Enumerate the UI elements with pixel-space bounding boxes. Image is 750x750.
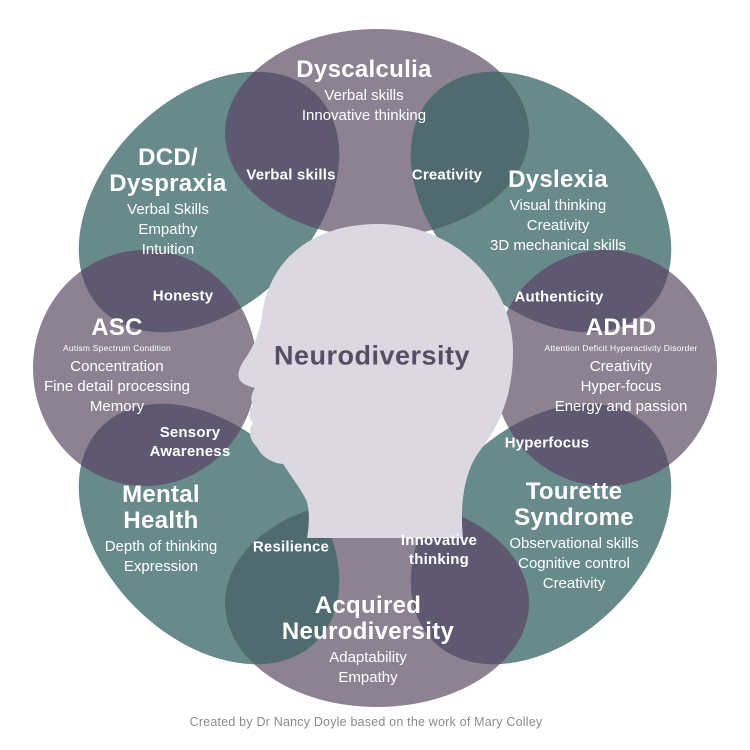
overlap-label-hyperfocus: Hyperfocus	[504, 434, 590, 452]
overlap-label-creativity: Creativity	[411, 166, 483, 184]
petal-label-acquired: Acquired Neurodiversity Adaptability Emp…	[268, 593, 468, 688]
overlap-label-authenticity: Authenticity	[514, 288, 604, 306]
petal-subtitle-adhd: Attention Deficit Hyperactivity Disorder	[544, 343, 698, 353]
strength-line: Fine detail processing	[44, 378, 190, 395]
strength-line: Verbal Skills	[127, 201, 209, 218]
overlap-label-verbal-skills: Verbal skills	[246, 166, 336, 184]
petal-strengths-dyslexia: Visual thinking Creativity 3D mechanical…	[490, 196, 626, 256]
strength-line: Memory	[89, 398, 145, 415]
overlap-shape-resilience	[225, 499, 340, 665]
strength-line: Verbal skills	[324, 87, 404, 104]
strength-line: Creativity	[526, 217, 590, 234]
strength-line: Depth of thinking	[104, 538, 218, 555]
petal-strengths-acquired: Adaptability Empathy	[268, 648, 468, 688]
strength-line: Empathy	[338, 669, 398, 686]
petal-label-dyscalculia: Dyscalculia Verbal skills Innovative thi…	[296, 56, 431, 126]
overlap-label-honesty: Honesty	[152, 287, 214, 305]
petal-title-tourette: Tourette Syndrome	[514, 478, 634, 531]
strength-line: Hyper-focus	[580, 378, 662, 395]
strength-line: 3D mechanical skills	[490, 237, 626, 254]
petal-label-dcd: DCD/ Dyspraxia Verbal Skills Empathy Int…	[103, 145, 233, 260]
overlap-shape-honesty	[78, 250, 257, 333]
strength-line: Concentration	[70, 358, 164, 375]
strength-line: Intuition	[141, 241, 195, 258]
petal-strengths-dyscalculia: Verbal skills Innovative thinking	[296, 86, 431, 126]
strength-line: Creativity	[542, 575, 606, 592]
petal-title-asc: ASC	[91, 314, 143, 341]
strength-line: Energy and passion	[554, 398, 688, 415]
petal-title-dyscalculia: Dyscalculia	[296, 56, 432, 83]
petal-title-adhd: ADHD	[585, 314, 657, 341]
head-silhouette	[238, 224, 513, 538]
petal-title-dcd: DCD/ Dyspraxia	[109, 144, 227, 197]
strength-line: Visual thinking	[509, 197, 607, 214]
strength-line: Cognitive control	[518, 555, 630, 572]
petal-label-mental-health: Mental Health Depth of thinking Expressi…	[101, 482, 221, 577]
strength-line: Innovative thinking	[301, 107, 427, 124]
petal-subtitle-asc: Autism Spectrum Condition	[62, 343, 171, 353]
overlap-label-sensory-awareness: Sensory Awareness	[149, 424, 231, 460]
petal-title-dyslexia: Dyslexia	[508, 166, 608, 193]
overlap-shape-creativity	[410, 71, 529, 237]
strength-line: Creativity	[589, 358, 653, 375]
petal-strengths-adhd: Creativity Hyper-focus Energy and passio…	[544, 357, 697, 417]
overlap-shape-hyperfocus	[493, 403, 672, 486]
petal-label-tourette: Tourette Syndrome Observational skills C…	[494, 479, 654, 594]
petal-strengths-mental-health: Depth of thinking Expression	[101, 537, 221, 577]
strength-line: Empathy	[138, 221, 198, 238]
petal-label-asc: ASC Autism Spectrum Condition Concentrat…	[44, 314, 190, 417]
strength-line: Observational skills	[509, 535, 639, 552]
strength-line: Adaptability	[329, 649, 407, 666]
credit-line: Created by Dr Nancy Doyle based on the w…	[189, 715, 543, 729]
overlap-label-innovative-thinking: Innovative thinking	[400, 532, 478, 568]
petal-strengths-tourette: Observational skills Cognitive control C…	[494, 534, 654, 594]
petal-label-adhd: ADHD Attention Deficit Hyperactivity Dis…	[544, 314, 697, 417]
petal-label-dyslexia: Dyslexia Visual thinking Creativity 3D m…	[490, 166, 626, 256]
petal-title-acquired: Acquired Neurodiversity	[281, 592, 455, 645]
strength-line: Expression	[123, 558, 199, 575]
petal-strengths-asc: Concentration Fine detail processing Mem…	[44, 357, 190, 417]
overlap-label-resilience: Resilience	[252, 538, 330, 556]
petal-title-mental-health: Mental Health	[122, 481, 200, 534]
center-title: Neurodiversity	[273, 340, 471, 371]
petal-strengths-dcd: Verbal Skills Empathy Intuition	[103, 200, 233, 260]
